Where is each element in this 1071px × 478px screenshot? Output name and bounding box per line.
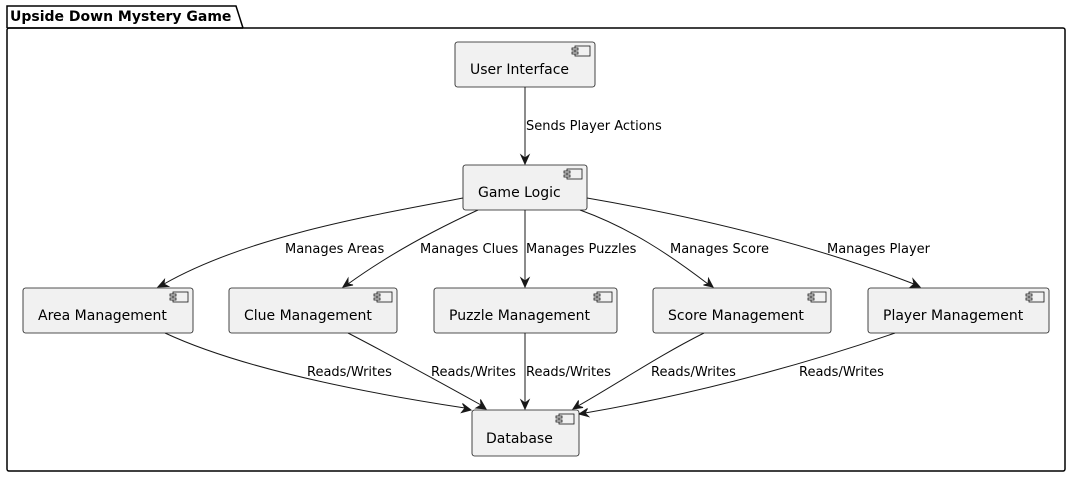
package-frame: Upside Down Mystery Game: [6, 5, 1066, 472]
edge-ui-to-logic: Sends Player Actions: [519, 87, 662, 166]
components: User Interface Game Logic Area Managemen…: [22, 41, 1050, 457]
component-icon: [571, 45, 591, 57]
component-game-logic[interactable]: Game Logic: [462, 164, 588, 211]
component-label: Area Management: [38, 308, 167, 324]
component-icon: [1025, 291, 1045, 303]
component-label: Clue Management: [244, 308, 372, 324]
component-label: Player Management: [883, 308, 1024, 324]
edge-label-area-reads-writes: Reads/Writes: [307, 365, 392, 380]
component-score-management[interactable]: Score Management: [652, 287, 832, 334]
edge-logic-to-score: Manages Score: [579, 209, 769, 288]
edge-label-score-reads-writes: Reads/Writes: [651, 365, 736, 380]
edge-puzzle-to-db: Reads/Writes: [519, 333, 611, 411]
edge-label-puzzle-reads-writes: Reads/Writes: [526, 365, 611, 380]
edge-label-sends-player-actions: Sends Player Actions: [526, 119, 662, 134]
edge-label-manages-clues: Manages Clues: [420, 242, 518, 257]
component-label: Game Logic: [478, 185, 561, 201]
edge-label-clue-reads-writes: Reads/Writes: [431, 365, 516, 380]
component-icon: [169, 291, 189, 303]
component-puzzle-management[interactable]: Puzzle Management: [433, 287, 618, 334]
component-label: Puzzle Management: [449, 308, 590, 324]
component-label: Score Management: [668, 308, 804, 324]
component-label: Database: [486, 431, 553, 447]
edge-logic-to-clue: Manages Clues: [342, 209, 518, 288]
component-icon: [807, 291, 827, 303]
component-player-management[interactable]: Player Management: [867, 287, 1050, 334]
component-clue-management[interactable]: Clue Management: [228, 287, 398, 334]
component-user-interface[interactable]: User Interface: [454, 41, 596, 88]
edge-area-to-db: Reads/Writes: [164, 332, 473, 414]
package-title: Upside Down Mystery Game: [10, 9, 231, 25]
edge-clue-to-db: Reads/Writes: [347, 332, 516, 410]
edge-score-to-db: Reads/Writes: [571, 332, 736, 410]
edge-logic-to-area: Manages Areas: [156, 197, 464, 288]
edge-label-manages-player: Manages Player: [827, 242, 931, 257]
edge-label-manages-puzzles: Manages Puzzles: [526, 242, 637, 257]
edge-label-manages-score: Manages Score: [670, 242, 769, 257]
edges: Sends Player Actions Manages Areas Manag…: [156, 87, 931, 418]
edge-label-player-reads-writes: Reads/Writes: [799, 365, 884, 380]
component-area-management[interactable]: Area Management: [22, 287, 194, 334]
component-label: User Interface: [470, 62, 569, 78]
component-icon: [563, 168, 583, 180]
component-database[interactable]: Database: [471, 409, 580, 457]
edge-logic-to-player: Manages Player: [586, 197, 931, 289]
edge-label-manages-areas: Manages Areas: [285, 242, 384, 257]
component-icon: [555, 413, 575, 425]
edge-logic-to-puzzle: Manages Puzzles: [519, 210, 637, 289]
component-icon: [373, 291, 393, 303]
edge-player-to-db: Reads/Writes: [577, 332, 896, 418]
component-icon: [593, 291, 613, 303]
